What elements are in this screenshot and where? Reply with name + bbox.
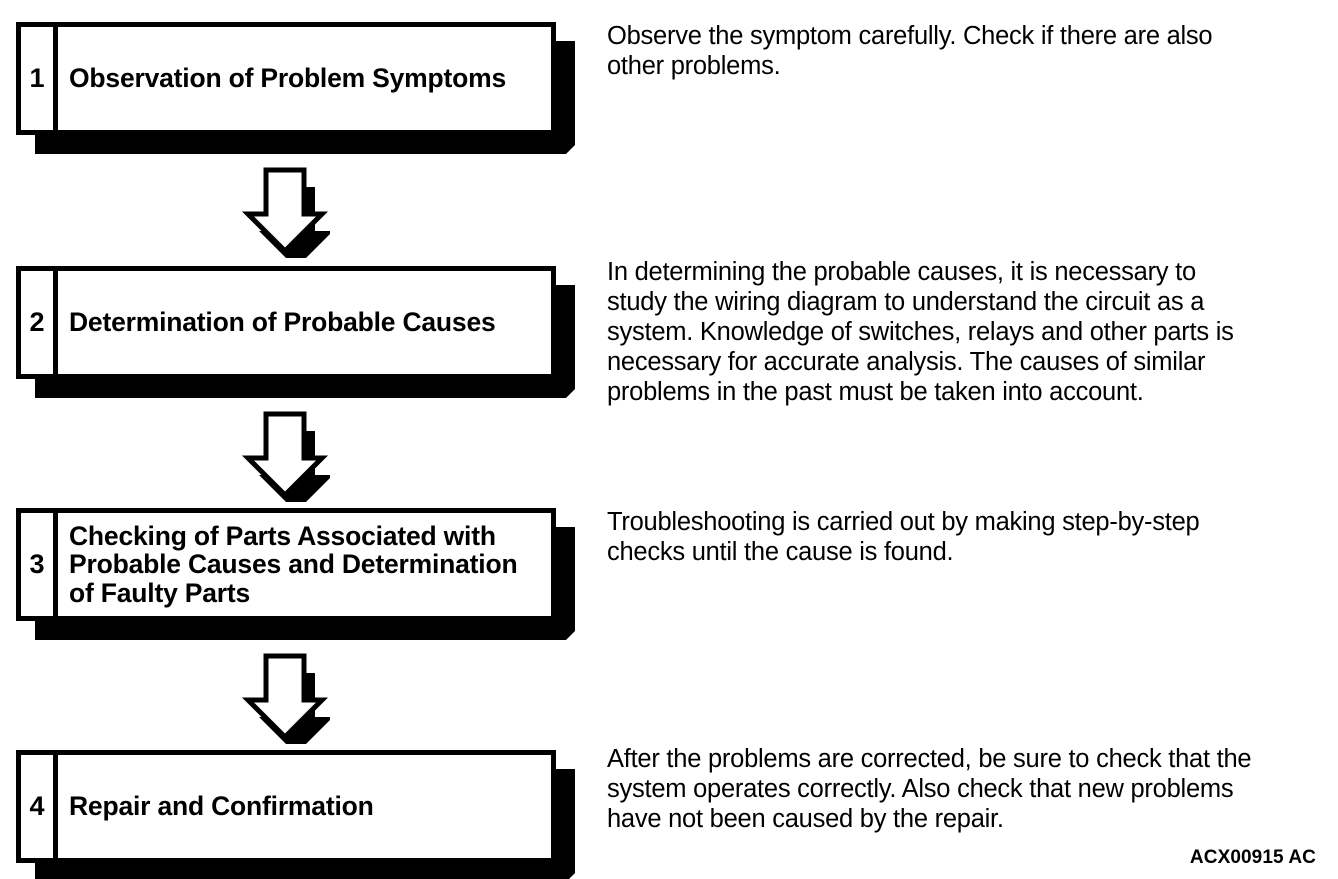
step-description-2: In determining the probable causes, it i… bbox=[607, 258, 1234, 406]
down-arrow-icon-3 bbox=[234, 648, 330, 744]
box-face-3: 3 Checking of Parts Associated with Prob… bbox=[16, 508, 556, 621]
step-title-1: Observation of Problem Symptoms bbox=[69, 63, 507, 94]
step-title-3: Checking of Parts Associated with Probab… bbox=[69, 520, 518, 608]
step-title-cell-3: Checking of Parts Associated with Probab… bbox=[58, 513, 551, 616]
flow-step-box-2: 2 Determination of Probable Causes bbox=[16, 266, 556, 379]
down-arrow-icon-2 bbox=[234, 406, 330, 502]
flow-step-box-1: 1 Observation of Problem Symptoms bbox=[16, 22, 556, 135]
step-number-2: 2 bbox=[21, 271, 58, 374]
step-title-4: Repair and Confirmation bbox=[69, 791, 374, 822]
box-face-4: 4 Repair and Confirmation bbox=[16, 750, 556, 863]
step-number-3: 3 bbox=[21, 513, 58, 616]
step-number-1: 1 bbox=[21, 27, 58, 130]
down-arrow-icon-1 bbox=[234, 162, 330, 258]
step-title-cell-2: Determination of Probable Causes bbox=[58, 271, 551, 374]
box-face-1: 1 Observation of Problem Symptoms bbox=[16, 22, 556, 135]
document-code: ACX00915 AC bbox=[1189, 847, 1316, 868]
step-description-3: Troubleshooting is carried out by making… bbox=[607, 508, 1200, 566]
step-description-4: After the problems are corrected, be sur… bbox=[607, 745, 1252, 833]
flow-step-box-3: 3 Checking of Parts Associated with Prob… bbox=[16, 508, 556, 621]
box-face-2: 2 Determination of Probable Causes bbox=[16, 266, 556, 379]
flow-step-box-4: 4 Repair and Confirmation bbox=[16, 750, 556, 863]
step-title-cell-1: Observation of Problem Symptoms bbox=[58, 27, 551, 130]
step-title-2: Determination of Probable Causes bbox=[69, 307, 496, 338]
step-description-1: Observe the symptom carefully. Check if … bbox=[607, 22, 1213, 80]
step-title-cell-4: Repair and Confirmation bbox=[58, 755, 551, 858]
step-number-4: 4 bbox=[21, 755, 58, 858]
